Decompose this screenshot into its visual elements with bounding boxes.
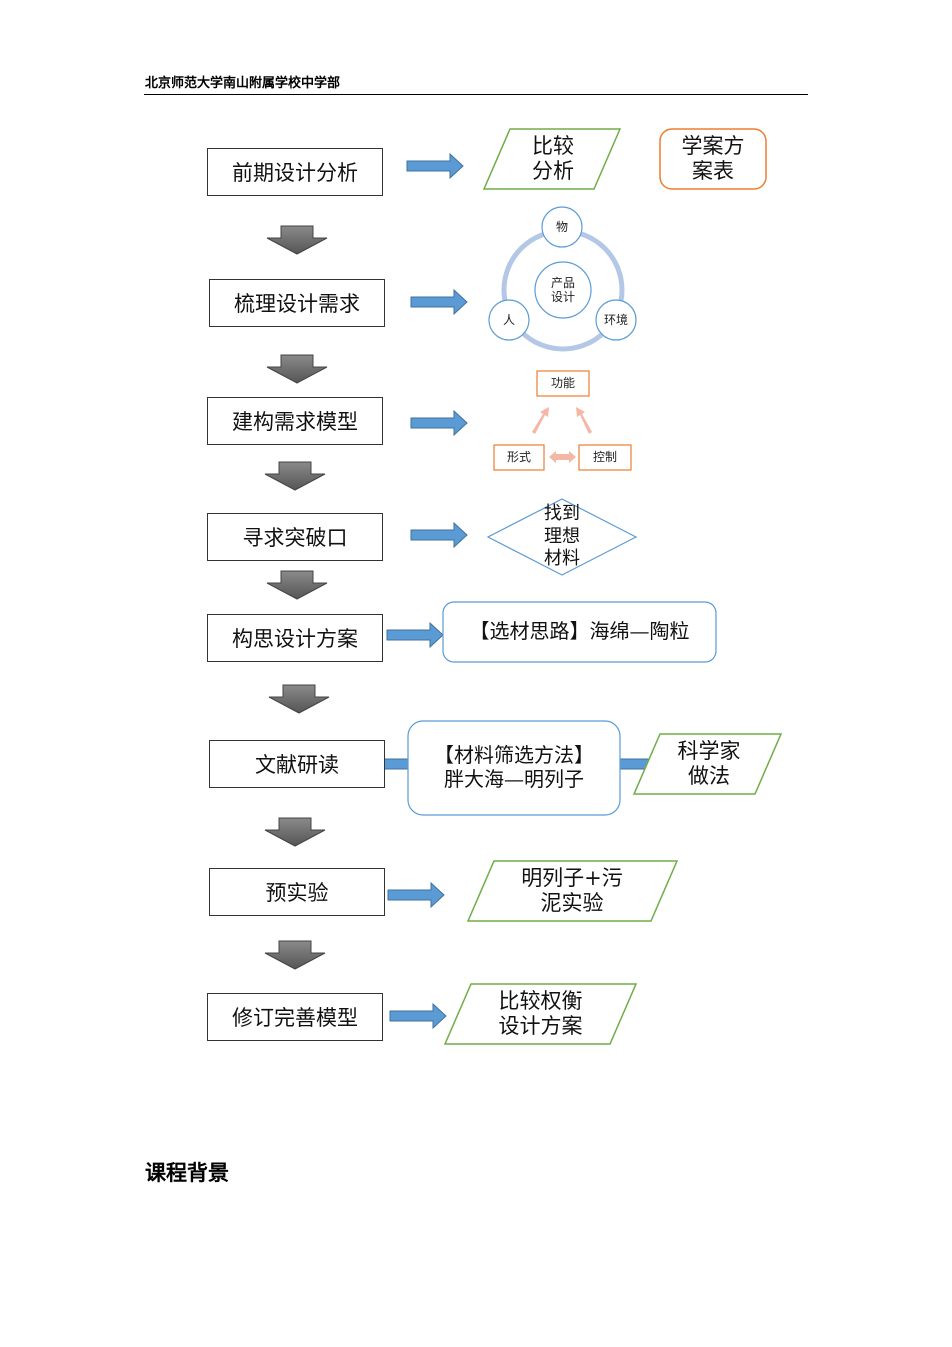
scientist-method-label: 科学家 做法 xyxy=(650,736,768,792)
study-plan-label: 学案方 案表 xyxy=(660,131,766,187)
down-arrow-3 xyxy=(264,461,326,491)
study-plan-box xyxy=(659,128,767,190)
model-control-label: 控制 xyxy=(592,450,617,465)
step-box-design-plan: 构思设计方案 xyxy=(207,614,383,662)
model-function-label: 功能 xyxy=(550,376,575,391)
compare-line-2: 分析 xyxy=(532,159,574,183)
need-model-diagram xyxy=(493,370,632,471)
step-box-breakthrough: 寻求突破口 xyxy=(207,513,383,561)
compare-line-1: 比较 xyxy=(532,134,574,159)
pre-experiment-label: 明列子+污 泥实验 xyxy=(481,863,663,919)
down-arrow-5 xyxy=(268,684,330,714)
revise-plan-label: 比较权衡 设计方案 xyxy=(458,986,623,1042)
step-box-pre-experiment: 预实验 xyxy=(209,868,385,916)
right-arrow-5 xyxy=(386,621,444,649)
idea-label: 【选材思路】海绵—陶粒 xyxy=(469,619,690,644)
cycle-left-label: 人 xyxy=(502,312,515,327)
cycle-center-line-1: 产品 xyxy=(550,275,575,290)
filter-line-1: 【材料筛选方法】 xyxy=(434,743,594,768)
header-rule xyxy=(144,94,808,95)
down-arrow-7 xyxy=(264,940,326,970)
right-arrow-8 xyxy=(389,1002,447,1030)
sci-line-1: 科学家 xyxy=(677,739,741,764)
cycle-center-label: 产品 设计 xyxy=(535,270,591,310)
down-arrow-2 xyxy=(266,354,328,384)
filter-line-2: 胖大海—明列子 xyxy=(444,767,584,791)
compare-analysis-label: 比较 分析 xyxy=(498,131,608,187)
rev-line-1: 比较权衡 xyxy=(498,989,583,1014)
cycle-diagram xyxy=(488,206,637,352)
step-box-revise-model: 修订完善模型 xyxy=(207,993,383,1041)
step-box-preliminary-analysis: 前期设计分析 xyxy=(207,148,383,196)
find-line-2: 理想 xyxy=(544,525,580,547)
down-arrow-4 xyxy=(266,570,328,600)
step-box-sort-needs: 梳理设计需求 xyxy=(209,279,385,327)
filter-method-label: 【材料筛选方法】 胖大海—明列子 xyxy=(408,721,620,815)
right-arrow-4 xyxy=(410,521,468,549)
rev-line-2: 设计方案 xyxy=(498,1014,583,1038)
find-material-label: 找到 理想 材料 xyxy=(522,502,602,572)
right-arrow-3 xyxy=(410,409,468,437)
sci-line-2: 做法 xyxy=(688,764,730,788)
model-form-label: 形式 xyxy=(506,450,531,465)
down-arrow-6 xyxy=(264,817,326,847)
compare-analysis-parallelogram xyxy=(482,128,622,190)
step-box-build-model: 建构需求模型 xyxy=(207,397,383,445)
cycle-center-line-2: 设计 xyxy=(550,290,575,304)
section-title: 课程背景 xyxy=(145,1161,229,1185)
cycle-right-label: 环境 xyxy=(603,312,628,327)
find-line-1: 找到 xyxy=(544,503,580,525)
right-arrow-1 xyxy=(406,152,464,180)
pre-line-1: 明列子+污 xyxy=(521,866,623,891)
find-line-3: 材料 xyxy=(544,548,580,570)
right-arrow-2 xyxy=(410,288,468,316)
right-arrow-7 xyxy=(387,881,445,909)
step-box-literature: 文献研读 xyxy=(209,740,385,788)
plan-line-2: 案表 xyxy=(692,159,734,183)
idea-box xyxy=(442,601,717,663)
filter-method-box xyxy=(407,720,621,816)
school-header: 北京师范大学南山附属学校中学部 xyxy=(145,76,341,91)
pre-line-2: 泥实验 xyxy=(540,891,604,915)
revise-plan-parallelogram xyxy=(443,983,638,1045)
plan-line-1: 学案方 xyxy=(681,134,745,159)
find-material-diamond xyxy=(486,498,638,576)
pre-experiment-parallelogram xyxy=(466,860,679,922)
cycle-top-label: 物 xyxy=(555,219,568,234)
scientist-method-parallelogram xyxy=(632,733,783,795)
down-arrow-1 xyxy=(266,225,328,255)
